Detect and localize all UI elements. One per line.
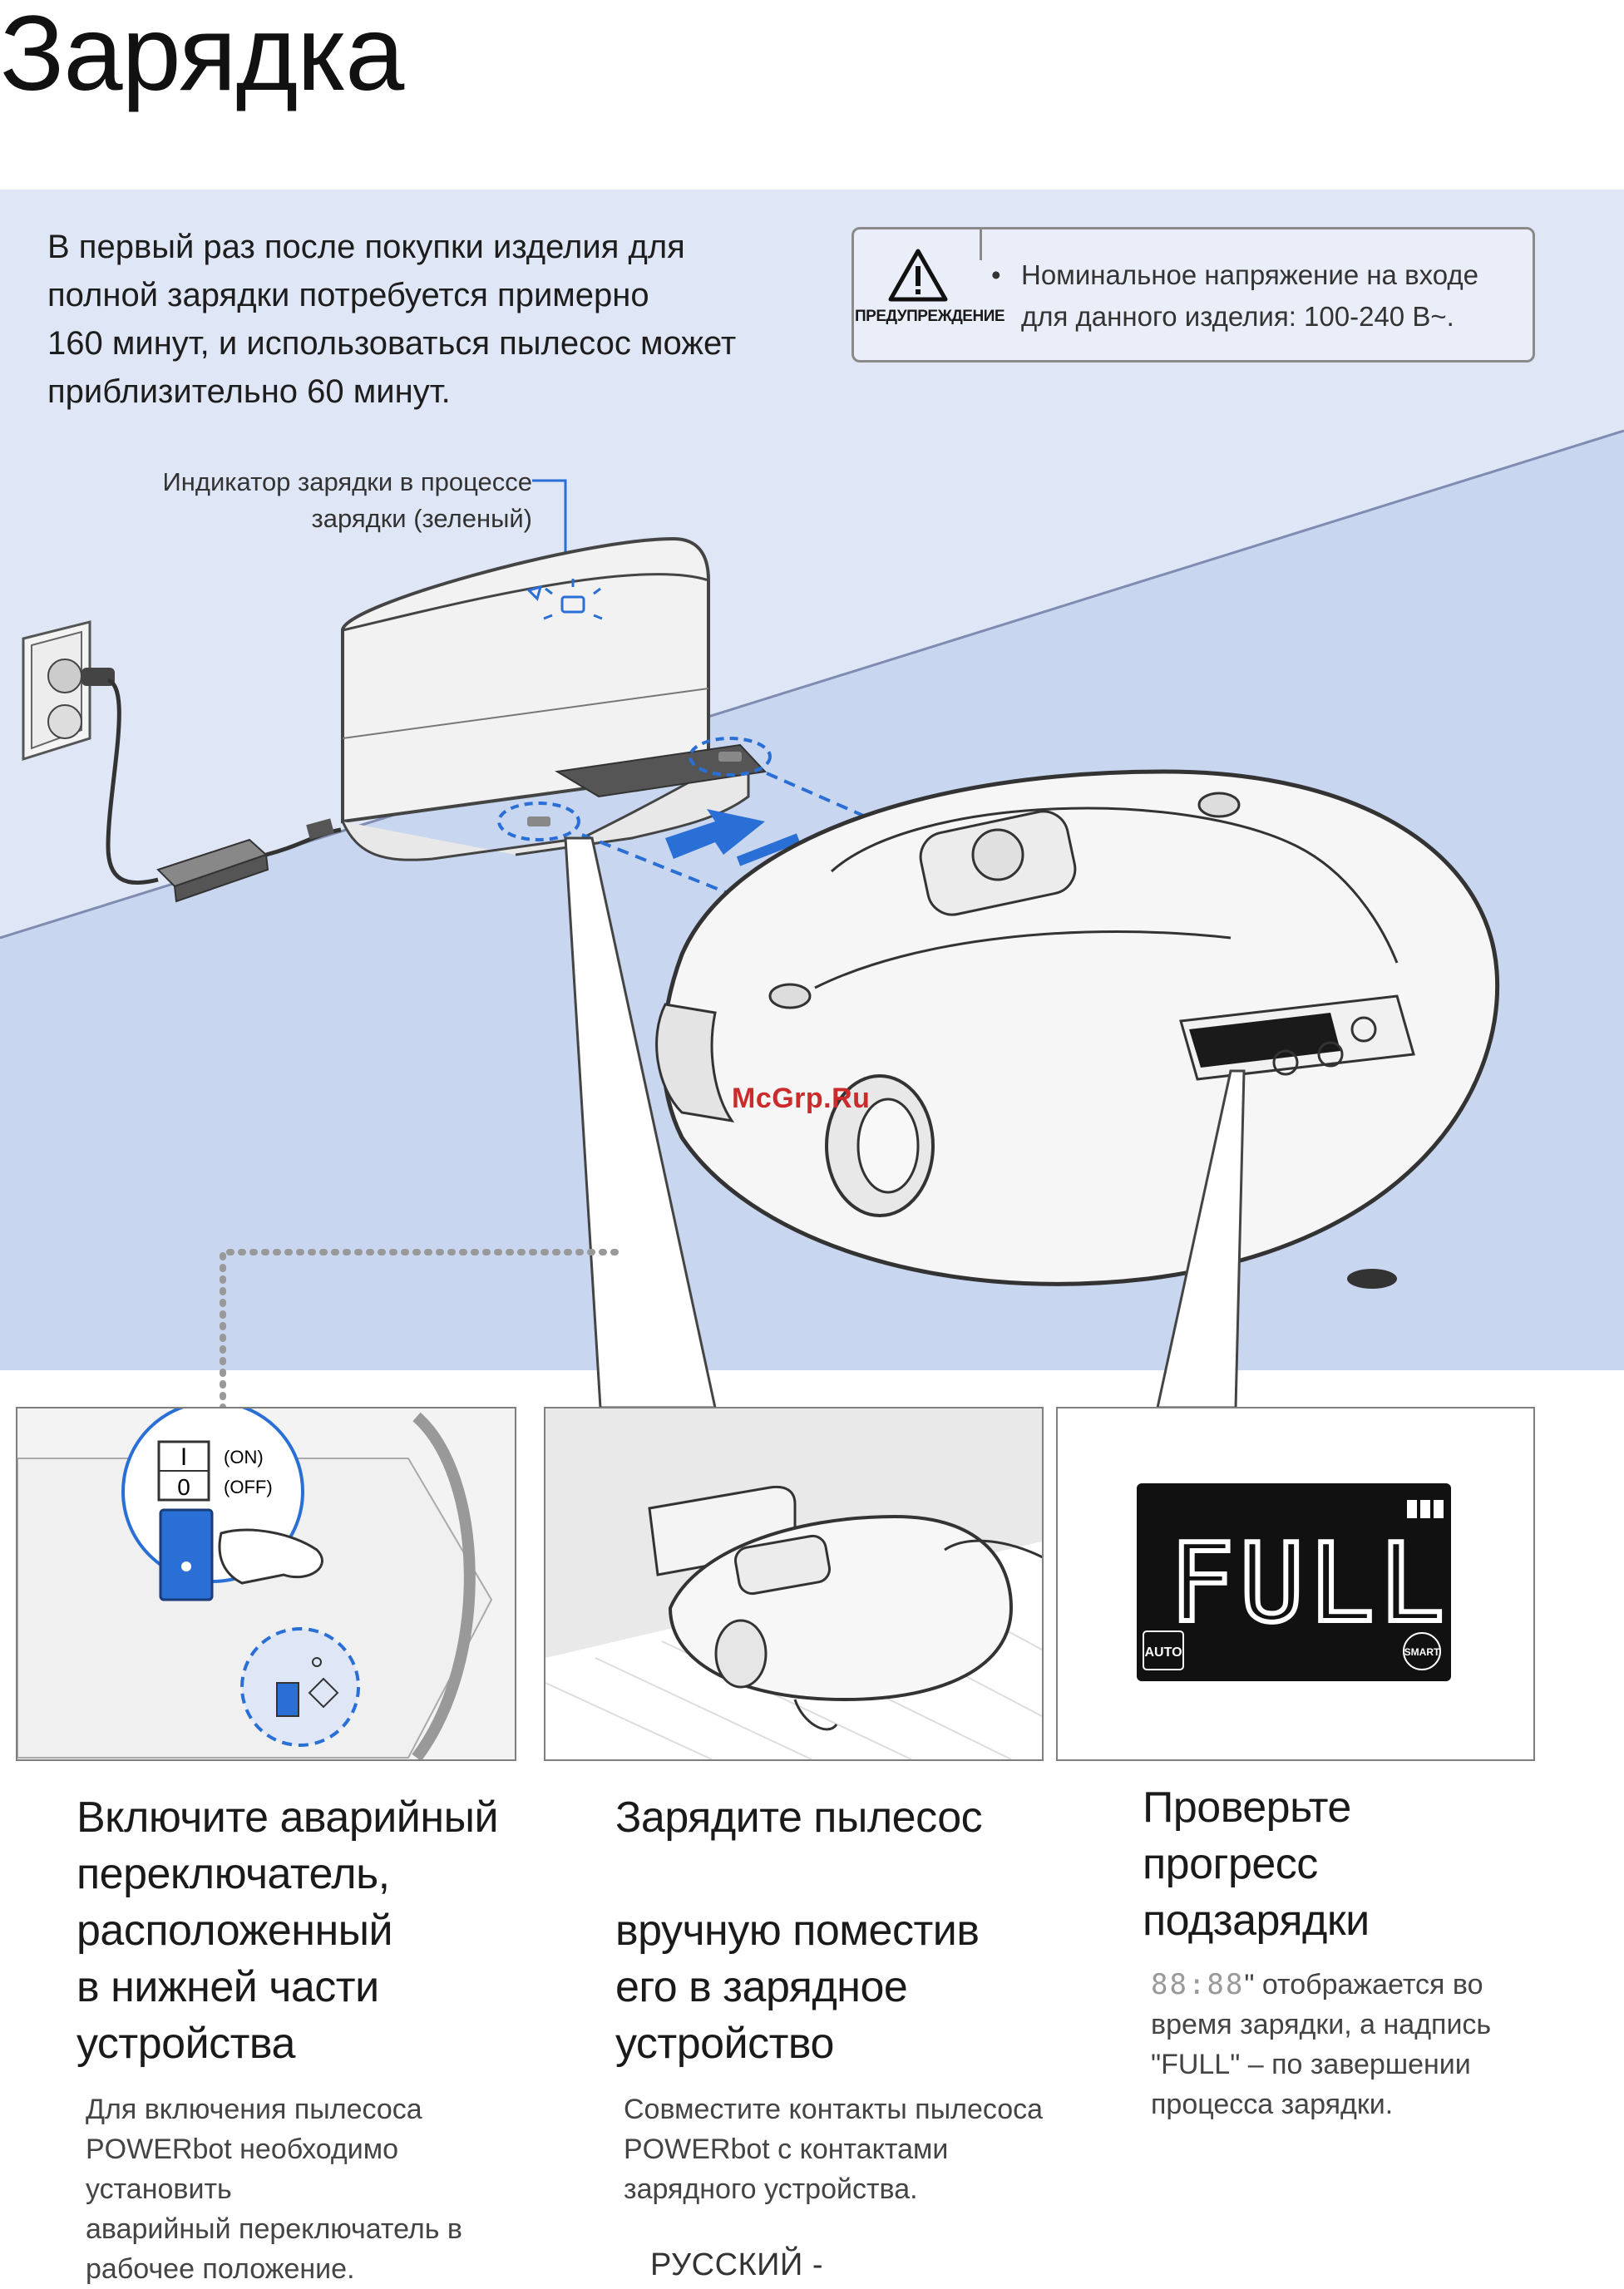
robot-vacuum — [655, 769, 1500, 1289]
title-line: устройства — [77, 2020, 295, 2068]
desc-line: рабочее положение. — [86, 2253, 355, 2285]
panel-emergency-switch: I 0 (ON) (OFF) — [16, 1407, 516, 1761]
step1-title: Включите аварийный переключатель, распол… — [77, 1789, 542, 2072]
page-title: Зарядка — [0, 0, 404, 113]
warning-text: • Номинальное напряжение на входе для да… — [991, 254, 1507, 338]
battery-icon — [1407, 1500, 1417, 1518]
desc-line: Для включения пылесоса — [86, 2094, 422, 2125]
intro-line: В первый раз после покупки изделия для — [47, 229, 685, 265]
warning-box — [851, 227, 1535, 363]
charging-indicator-light — [526, 579, 603, 620]
title-line: его в зарядное — [615, 1963, 908, 2011]
wall-socket-icon — [22, 620, 115, 762]
intro-line: приблизительно 60 минут. — [47, 373, 451, 410]
dock-contact-left — [497, 802, 580, 841]
switch-on-symbol: I — [180, 1443, 187, 1471]
hand-icon — [944, 1539, 1042, 1559]
title-line: Включите аварийный — [77, 1793, 499, 1842]
charging-scene-illustration — [22, 479, 1500, 1411]
title-line: устройство — [615, 2020, 834, 2068]
step2-description: Совместите контакты пылесоса POWERbot с … — [624, 2089, 1089, 2209]
desc-line: POWERbot с контактами — [624, 2134, 949, 2165]
desc-text: " отображается во — [1244, 1969, 1483, 2000]
manual-charging-illustration — [545, 1408, 1042, 1759]
warning-line: для данного изделия: 100-240 В~. — [1021, 301, 1454, 332]
callout-line: зарядки (зеленый) — [311, 504, 532, 533]
desc-line: POWERbot необходимо установить — [86, 2134, 398, 2205]
warning-triangle-icon — [888, 249, 948, 302]
emergency-switch — [159, 1508, 214, 1601]
title-line: вручную поместив — [615, 1907, 980, 1955]
title-line: Зарядите пылесос — [615, 1793, 983, 1842]
dock-contact-right — [689, 737, 772, 777]
step1-description: Для включения пылесоса POWERbot необходи… — [86, 2089, 551, 2289]
switch-off-label: (OFF) — [224, 1477, 273, 1497]
title-line-blank — [615, 1846, 1081, 1902]
title-line: подзарядки — [1143, 1897, 1370, 1945]
step3-title: Проверьте прогресс подзарядки — [1143, 1779, 1542, 1949]
step3-description: 88:88" отображается во время зарядки, а … — [1151, 1965, 1533, 2124]
desc-line: время зарядки, а надпись — [1151, 2009, 1492, 2040]
switch-off-symbol: 0 — [177, 1474, 190, 1500]
desc-line: 88:88" отображается во — [1151, 1965, 1533, 2005]
hand-icon — [218, 1528, 323, 1585]
callout-connector — [532, 479, 567, 555]
power-adapter-icon — [156, 838, 269, 903]
lcd-display — [1137, 1483, 1451, 1681]
intro-line: 160 минут, и использоваться пылесос може… — [47, 325, 737, 362]
display-full-text: FULL — [1169, 1520, 1449, 1646]
desc-line: Совместите контакты пылесоса — [624, 2094, 1044, 2125]
emergency-switch-illustration: I 0 (ON) (OFF) — [17, 1408, 515, 1759]
switch-on-label: (ON) — [224, 1447, 264, 1468]
title-line: прогресс — [1143, 1840, 1318, 1888]
panel-charge-progress: FULL AUTO SMART — [1056, 1407, 1535, 1761]
smart-label: SMART — [1404, 1646, 1440, 1658]
intro-line: полной зарядки потребуется примерно — [47, 277, 649, 313]
desc-line: процесса зарядки. — [1151, 2089, 1394, 2120]
title-line: Проверьте — [1143, 1783, 1351, 1832]
digits-display-icon: 88:88 — [1151, 1968, 1245, 2001]
step2-title: Зарядите пылесос вручную поместив его в … — [615, 1789, 1081, 2072]
auto-label: AUTO — [1144, 1645, 1182, 1660]
warning-divider — [980, 227, 982, 260]
warning-line: Номинальное напряжение на входе — [1021, 259, 1478, 290]
warning-label: ПРЕДУПРЕЖДЕНИЕ — [855, 308, 1005, 325]
desc-line: зарядного устройства. — [624, 2173, 918, 2205]
title-line: в нижней части — [77, 1963, 379, 2011]
charging-dock — [341, 536, 772, 861]
intro-paragraph: В первый раз после покупки изделия для п… — [47, 223, 796, 416]
smart-icon — [1403, 1632, 1441, 1670]
desc-line: аварийный переключатель в — [86, 2213, 462, 2245]
charging-indicator-callout: Индикатор зарядки в процессе зарядки (зе… — [116, 464, 532, 537]
title-line: расположенный — [77, 1907, 393, 1955]
page-footer: РУССКИЙ - — [650, 2247, 824, 2282]
callout-line: Индикатор зарядки в процессе — [162, 467, 532, 496]
title-line: переключатель, — [77, 1850, 390, 1898]
dotted-connector-1 — [220, 1249, 619, 1411]
desc-line: "FULL" – по завершении — [1151, 2049, 1471, 2080]
watermark: McGrp.Ru — [732, 1083, 871, 1114]
display-full-illustration: FULL AUTO SMART — [1058, 1408, 1533, 1759]
power-cable — [106, 678, 159, 886]
bullet: • — [991, 259, 1001, 290]
panel-manual-charging — [544, 1407, 1044, 1761]
